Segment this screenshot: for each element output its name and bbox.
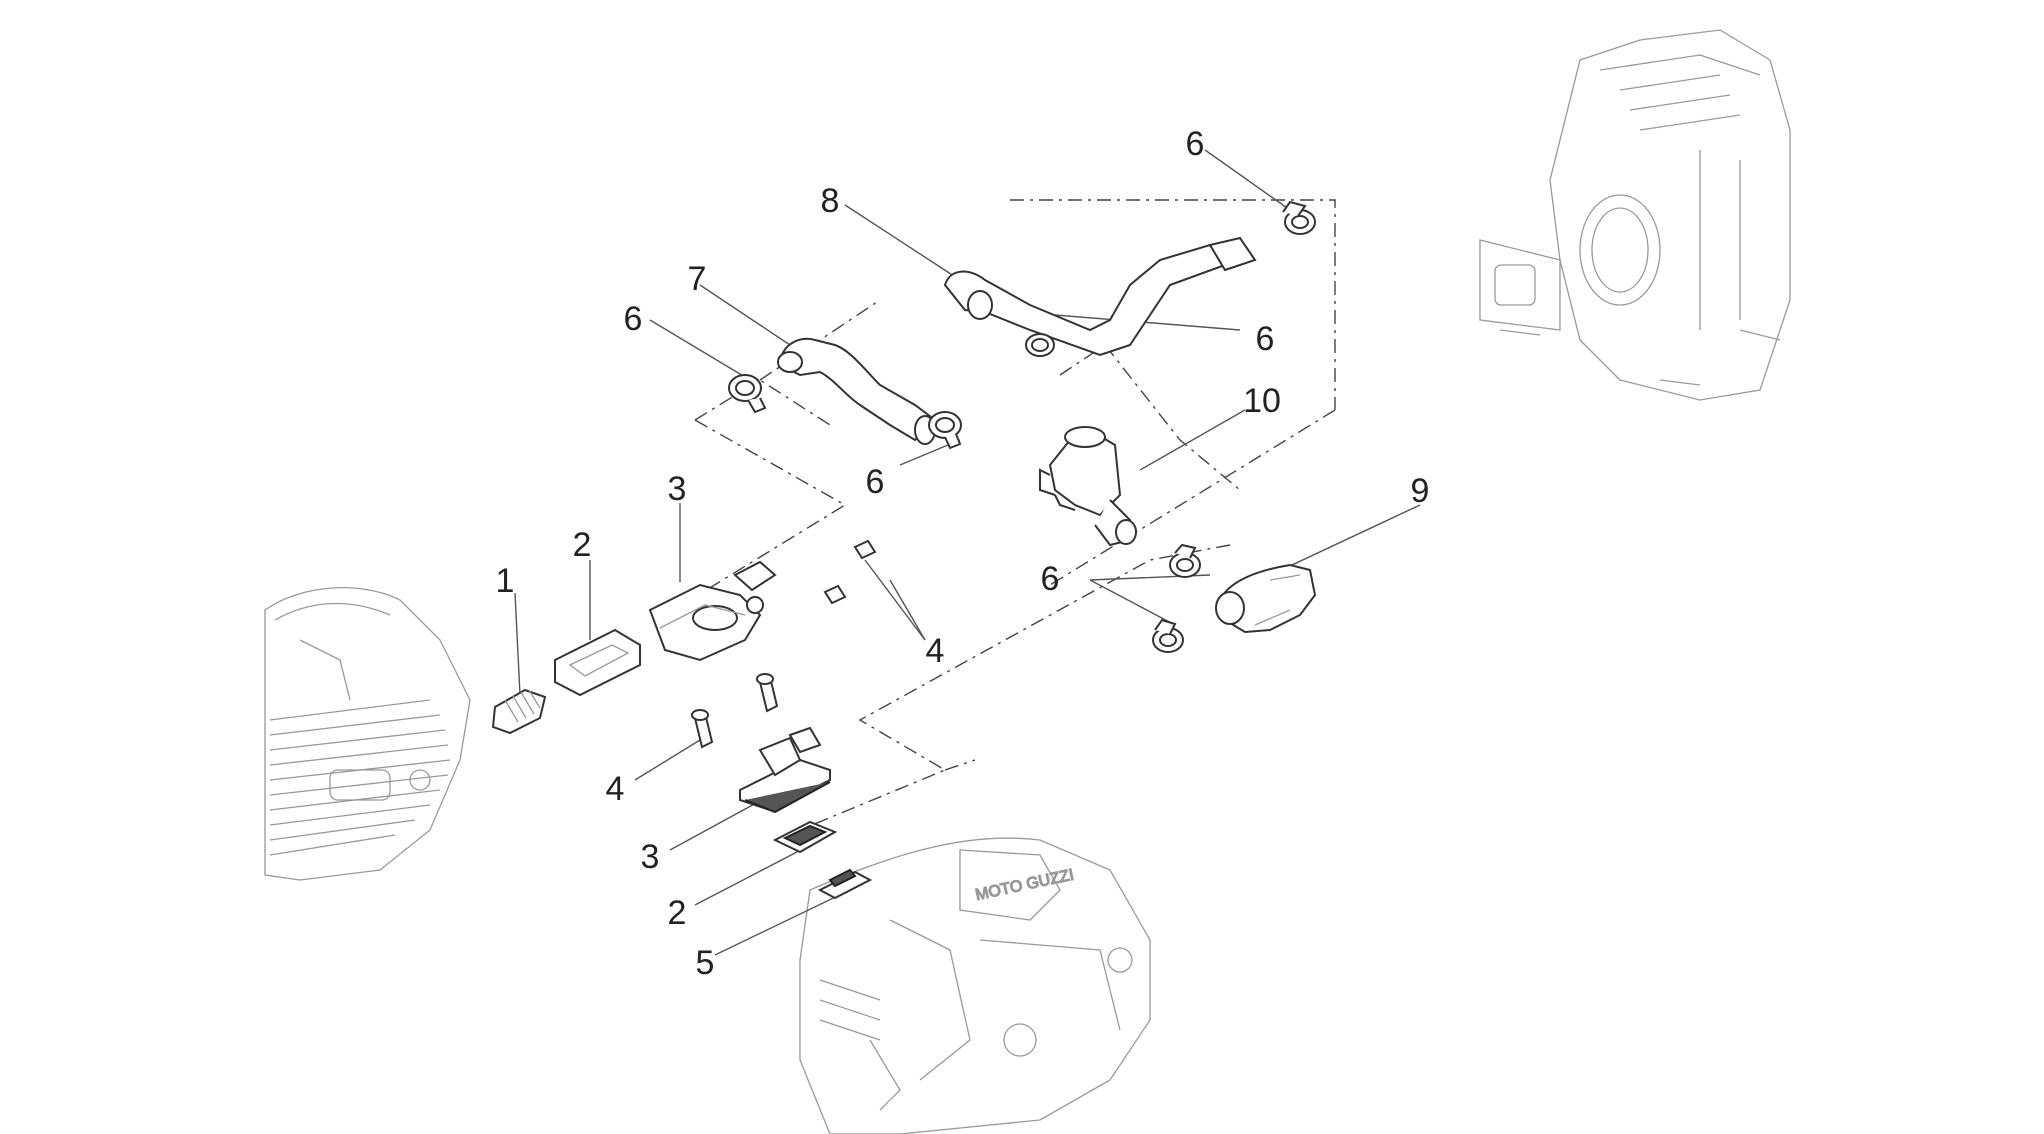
clamp-6f <box>1152 618 1184 653</box>
leader-lines <box>514 149 1421 956</box>
callout-3-lower: 3 <box>641 838 660 876</box>
left-cylinder-head <box>264 587 471 881</box>
callout-2-upper: 2 <box>573 526 592 564</box>
part-9-elbow <box>1215 563 1317 634</box>
clamp-6a <box>728 374 767 414</box>
part-1-filter <box>491 688 547 735</box>
part-8-hose <box>943 236 1257 357</box>
part-6-clamps <box>728 200 1316 653</box>
part-2-gasket-lower <box>772 820 838 854</box>
callout-8: 8 <box>821 182 840 220</box>
callout-7: 7 <box>688 260 707 298</box>
callout-3-upper: 3 <box>668 470 687 508</box>
callout-5: 5 <box>696 944 715 982</box>
callout-10: 10 <box>1243 382 1281 420</box>
clamp-6c <box>1025 333 1055 357</box>
callout-1: 1 <box>496 562 515 600</box>
airbox-assembly <box>1479 29 1791 401</box>
part-10-valve <box>1039 426 1137 547</box>
callout-6-right: 6 <box>1256 320 1275 358</box>
callout-4-upper: 4 <box>926 632 945 670</box>
clamp-6d <box>1282 200 1316 235</box>
callout-6-middle: 6 <box>866 463 885 501</box>
callout-2-lower: 2 <box>668 894 687 932</box>
part-3-housing-upper <box>648 560 777 662</box>
clamp-6e <box>1169 543 1201 578</box>
clamp-6b <box>928 411 962 450</box>
part-4-bolts <box>691 539 877 749</box>
callout-6-top: 6 <box>1186 125 1205 163</box>
part-7-hose <box>777 337 937 445</box>
part-5-plate <box>817 868 873 900</box>
callout-6-left: 6 <box>624 300 643 338</box>
callout-4-lower: 4 <box>606 770 625 808</box>
engraving-text: MOTO GUZZI <box>974 867 1075 904</box>
callouts: 1 2 3 4 4 3 2 5 6 6 6 6 6 7 8 9 10 <box>496 125 1430 982</box>
connection-lines <box>689 199 1336 831</box>
callout-6-lower: 6 <box>1041 560 1060 598</box>
part-3-housing-lower <box>739 726 831 814</box>
part-2-gasket-upper <box>554 628 641 697</box>
callout-9: 9 <box>1411 472 1430 510</box>
